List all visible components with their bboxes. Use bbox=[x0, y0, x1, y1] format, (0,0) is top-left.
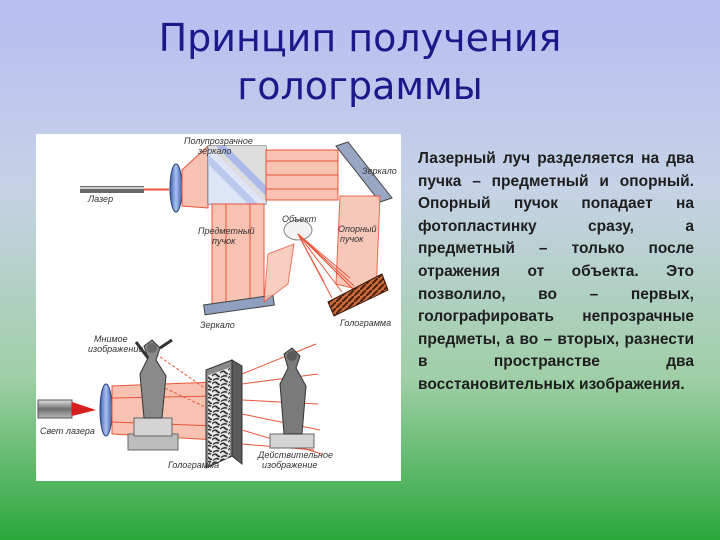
laser-device bbox=[80, 186, 144, 193]
recording-setup: Полупрозрачное зеркало Зеркало Лазер Объ… bbox=[80, 136, 397, 330]
label-ref-beam-2: пучок bbox=[340, 234, 364, 244]
label-hologram-bottom: Голограмма bbox=[168, 460, 219, 470]
object-sphere bbox=[283, 219, 313, 241]
label-mirror-bottom: Зеркало bbox=[200, 320, 235, 330]
hologram-diagram: Полупрозрачное зеркало Зеркало Лазер Объ… bbox=[36, 134, 401, 481]
label-laser: Лазер bbox=[87, 194, 113, 204]
hologram-plate bbox=[327, 273, 389, 317]
label-virtual-1: Мнимое bbox=[94, 334, 128, 344]
mirror-bottom bbox=[203, 294, 275, 316]
label-semi-mirror-1: Полупрозрачное bbox=[184, 136, 253, 146]
label-ref-beam-1: Опорный bbox=[338, 224, 377, 234]
reconstruction-setup: Мнимое изображение Свет лазера Голограмм… bbox=[37, 334, 333, 470]
label-mirror-right: Зеркало bbox=[362, 166, 397, 176]
lens-2-icon bbox=[99, 383, 113, 437]
beam-splitter bbox=[207, 145, 267, 205]
label-hologram-top: Голограмма bbox=[340, 318, 391, 328]
title-line-2: голограммы bbox=[237, 64, 483, 108]
label-virtual-2: изображение bbox=[88, 344, 143, 354]
explanation-text: Лазерный луч разделяется на два пучка – … bbox=[418, 150, 694, 393]
label-object: Объект bbox=[282, 214, 317, 224]
label-object-beam-2: пучок bbox=[212, 236, 236, 246]
laser-light-source bbox=[37, 399, 73, 419]
label-semi-mirror-2: зеркало bbox=[197, 146, 231, 156]
virtual-statue bbox=[127, 338, 179, 451]
label-real-1: Действительное bbox=[257, 450, 333, 460]
title-line-1: Принцип получения bbox=[158, 16, 562, 60]
mirror-right bbox=[335, 141, 393, 203]
lens-icon bbox=[169, 163, 183, 213]
hologram-block bbox=[205, 359, 243, 469]
slide-title: Принцип получения голограммы bbox=[0, 14, 720, 110]
label-laser-light: Свет лазера bbox=[40, 426, 95, 436]
label-real-2: изображение bbox=[262, 460, 317, 470]
label-object-beam-1: Предметный bbox=[198, 226, 255, 236]
real-statue bbox=[269, 347, 315, 449]
